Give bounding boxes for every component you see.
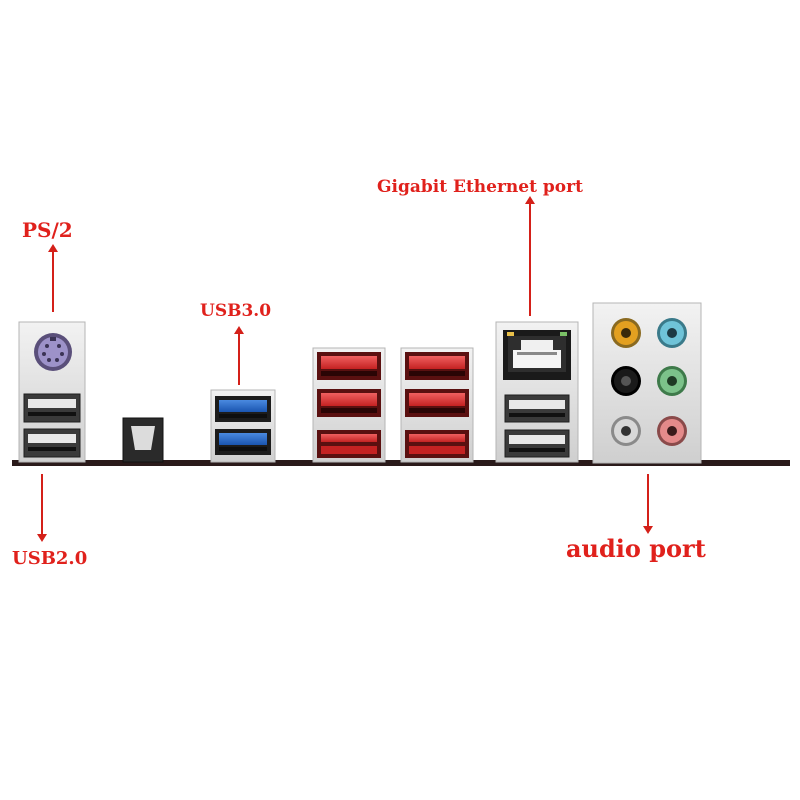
usb-port-icon: [23, 393, 81, 423]
usb-port-icon: [317, 352, 381, 380]
ethernet-label: Gigabit Ethernet port: [377, 177, 583, 197]
usb30-stack: [210, 389, 276, 463]
usb-port-icon: [504, 429, 570, 458]
red-usb-stack-2: [400, 347, 474, 463]
usb-port-icon: [504, 394, 570, 423]
audio-jack-icon: [611, 366, 641, 396]
audio-stack: [592, 302, 702, 464]
red-usb-stack-1: [312, 347, 386, 463]
board-edge: [12, 460, 790, 466]
usb-port-icon: [405, 430, 469, 458]
usb-port-icon: [23, 428, 81, 458]
usb-port-icon: [405, 389, 469, 417]
ps2-port-icon: [34, 333, 72, 371]
rj45-port-icon: [503, 330, 571, 380]
audio-label: audio port: [566, 534, 706, 563]
audio-jack-icon: [611, 318, 641, 348]
optical-port-icon: [122, 417, 164, 463]
ethernet-usb-stack: [495, 321, 579, 463]
audio-jack-icon: [657, 366, 687, 396]
usb30-label: USB3.0: [200, 301, 272, 321]
usb-port-icon: [405, 352, 469, 380]
usb-port-icon: [317, 389, 381, 417]
ps2-usb20-stack: [18, 321, 86, 463]
audio-jack-icon: [657, 318, 687, 348]
audio-jack-icon: [657, 416, 687, 446]
usb-port-icon: [215, 396, 271, 422]
audio-jack-icon: [611, 416, 641, 446]
usb20-label: USB2.0: [12, 548, 88, 569]
usb-port-icon: [215, 429, 271, 455]
usb-port-icon: [317, 430, 381, 458]
ps2-label: PS/2: [22, 218, 73, 242]
